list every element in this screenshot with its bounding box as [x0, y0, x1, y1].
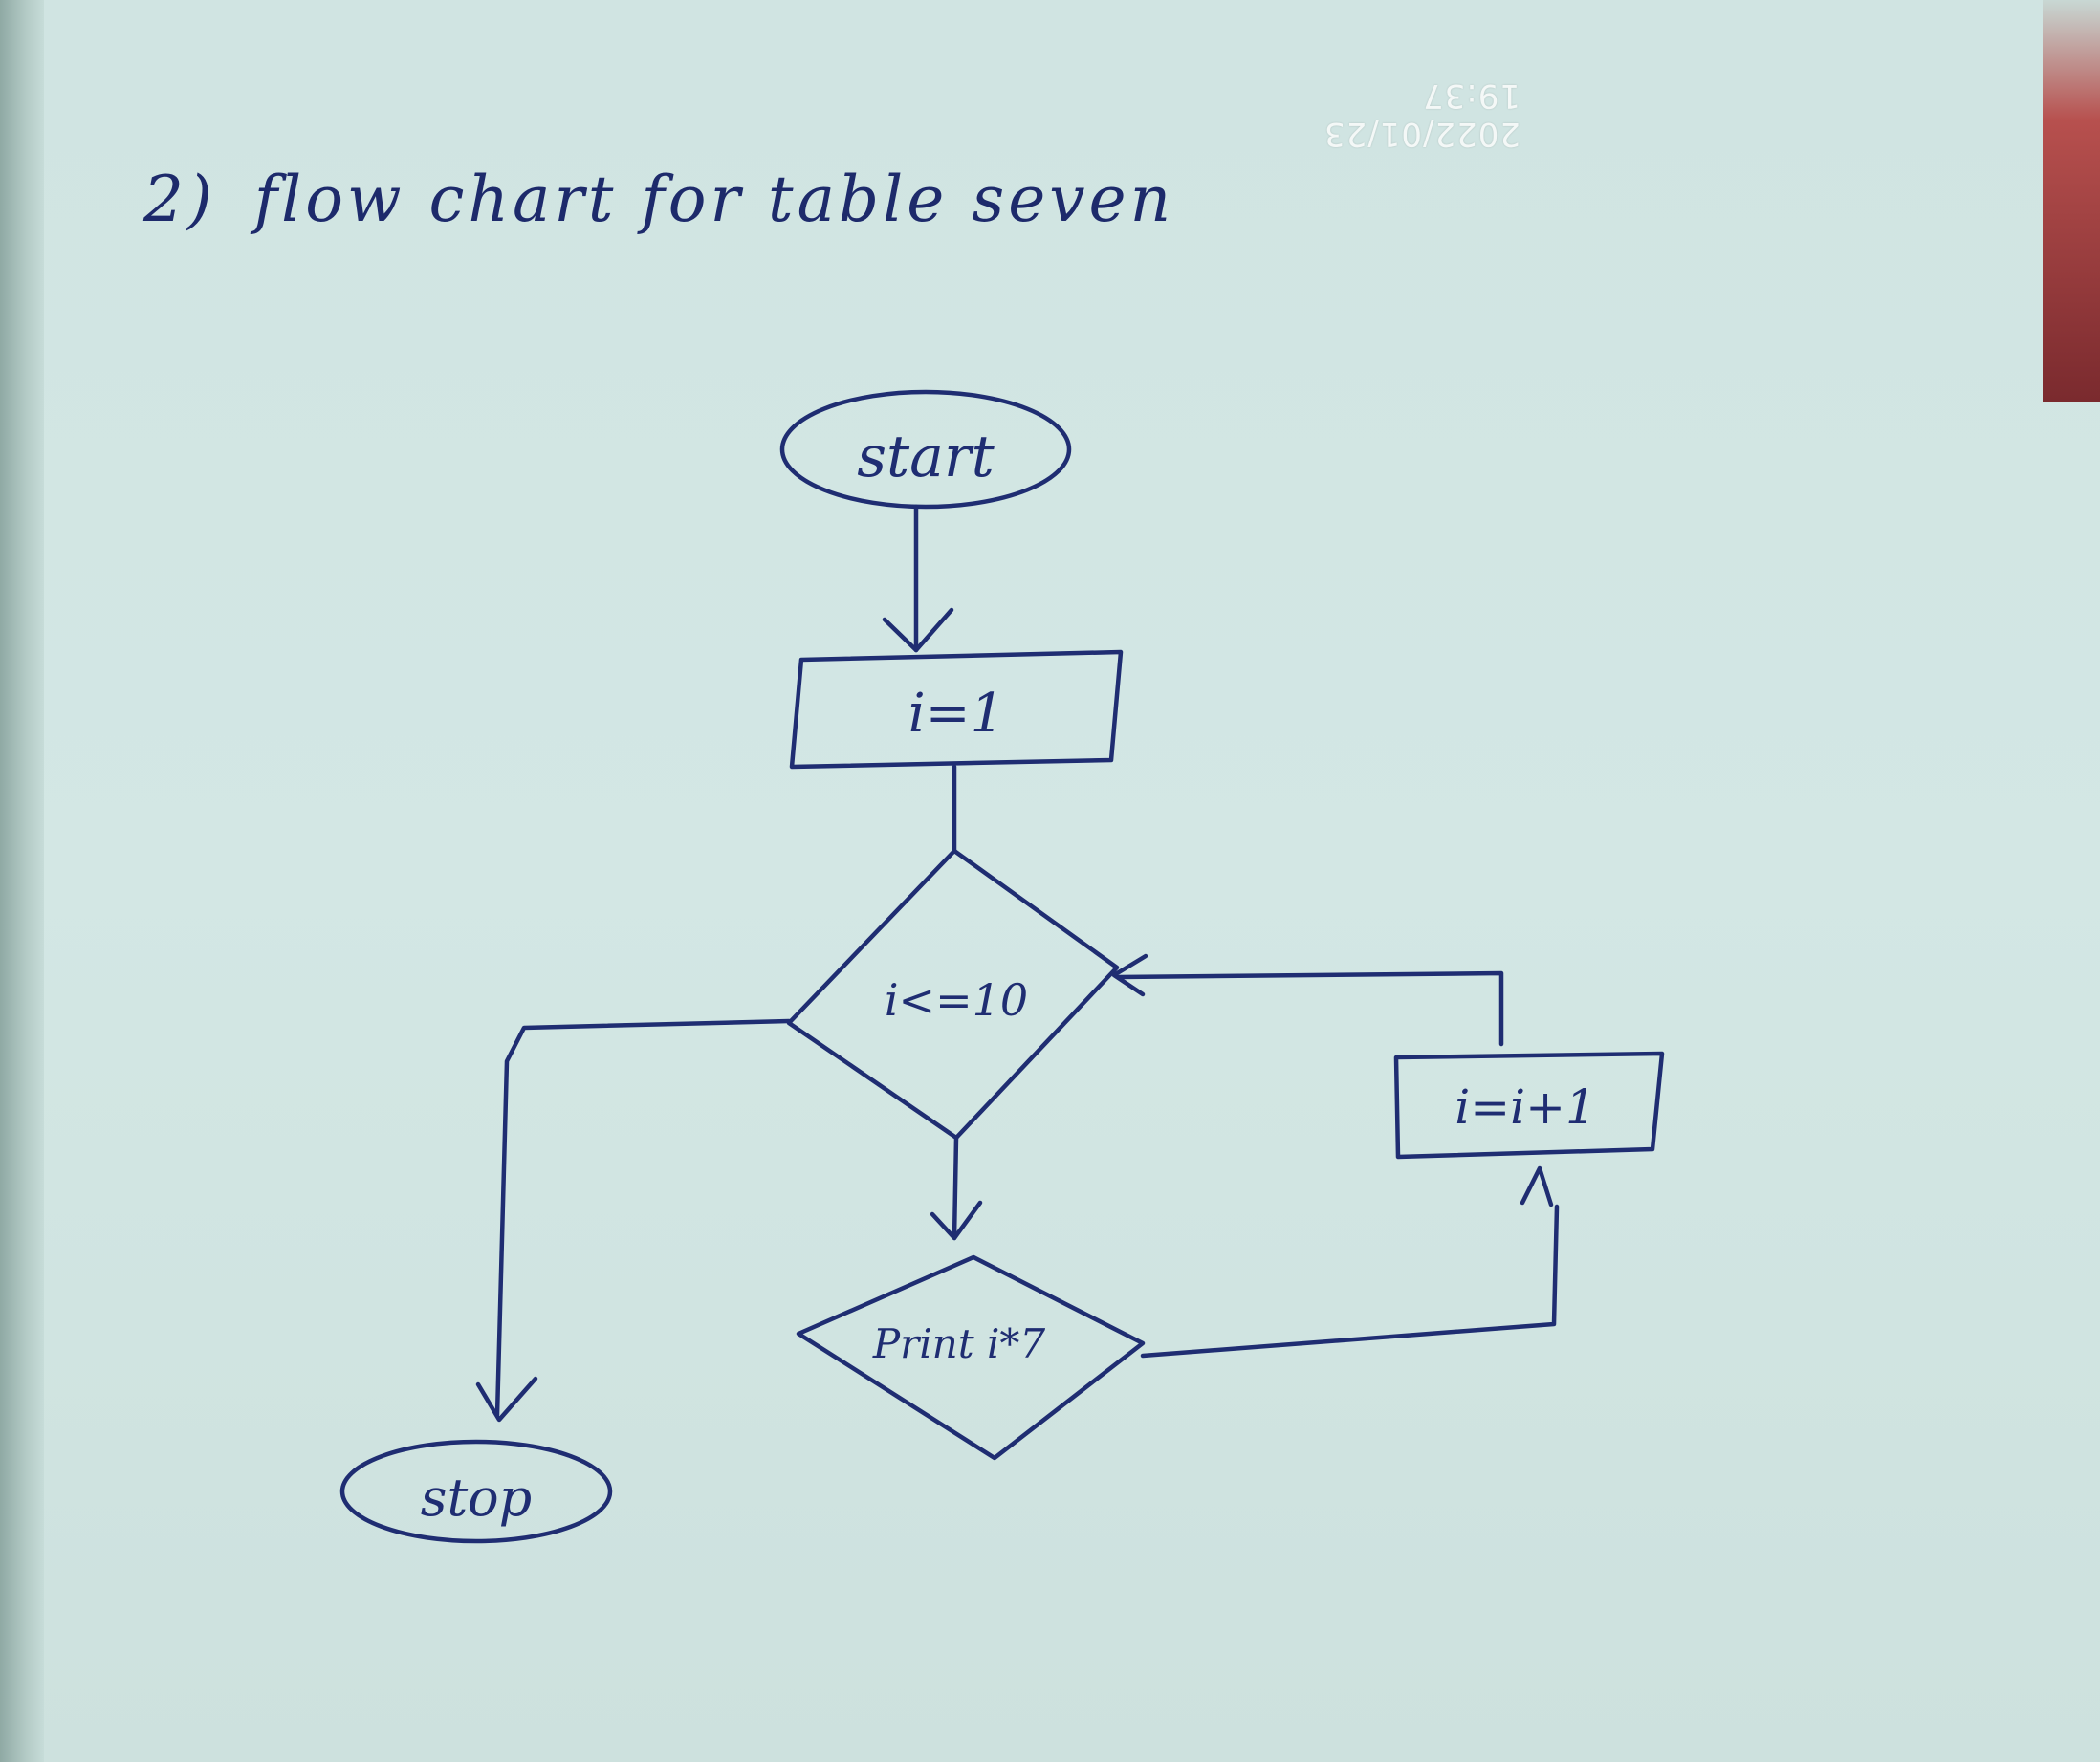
heading-number: 2) — [143, 163, 216, 236]
arrow-start-to-init — [882, 504, 954, 653]
stop-label: stop — [421, 1468, 533, 1528]
stop-node: stop — [339, 1439, 613, 1544]
arrow-increment-to-condition — [1111, 953, 1504, 1047]
init-label: i=1 — [908, 683, 1004, 745]
fabric-corner — [2043, 0, 2100, 402]
start-node: start — [779, 389, 1072, 510]
page-heading: 2) flow chart for table seven — [143, 163, 1174, 236]
arrow-condition-to-stop — [475, 1018, 792, 1423]
condition-label: i<=10 — [885, 974, 1028, 1026]
paper-sheet — [29, 0, 2100, 1762]
condition-node: i<=10 — [786, 848, 1120, 1141]
arrow-condition-to-print — [930, 1135, 983, 1241]
start-label: start — [857, 424, 995, 490]
paper-edge — [0, 0, 44, 1762]
increment-node: i=i+1 — [1393, 1051, 1665, 1160]
print-label: Print i*7 — [872, 1320, 1045, 1367]
increment-label: i=i+1 — [1455, 1079, 1596, 1135]
heading-text: flow chart for table seven — [253, 163, 1175, 236]
arrow-print-to-increment — [1140, 1165, 1560, 1359]
print-node: Print i*7 — [796, 1254, 1146, 1461]
init-node: i=1 — [789, 649, 1124, 770]
